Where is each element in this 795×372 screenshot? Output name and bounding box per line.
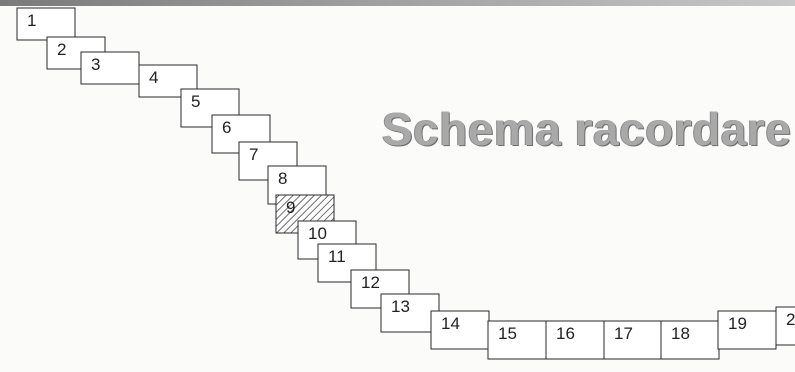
segment-number: 2	[57, 40, 66, 59]
segment-number: 6	[222, 118, 231, 137]
segment-number: 3	[91, 55, 100, 74]
segment-number: 7	[249, 145, 258, 164]
segment-number: 8	[278, 169, 287, 188]
segment-number: 13	[391, 297, 410, 316]
segment-14: 14	[431, 311, 489, 349]
segment-box	[381, 294, 439, 332]
segment-number: 15	[498, 324, 517, 343]
segment-number: 12	[361, 273, 380, 292]
segment-box	[431, 311, 489, 349]
segment-number: 19	[728, 314, 747, 333]
segment-20: 20	[776, 307, 795, 345]
segment-17: 17	[604, 321, 662, 359]
segment-number: 17	[614, 324, 633, 343]
segment-box	[17, 8, 75, 40]
segment-number: 4	[149, 68, 158, 87]
segment-box	[488, 321, 546, 359]
segment-number: 11	[328, 247, 346, 266]
segment-box	[81, 52, 139, 84]
segment-number: 9	[286, 198, 295, 217]
segment-box	[546, 321, 604, 359]
segment-box	[718, 311, 776, 349]
segment-13: 13	[381, 294, 439, 332]
segment-number: 18	[671, 324, 690, 343]
segment-box	[604, 321, 662, 359]
segment-box	[661, 321, 719, 359]
segments-layer: 1234567891011121314151617181920	[17, 8, 795, 359]
segment-15: 15	[488, 321, 546, 359]
segment-number: 1	[27, 11, 36, 30]
segment-number: 20	[786, 310, 795, 329]
segment-16: 16	[546, 321, 604, 359]
segment-number: 16	[556, 324, 575, 343]
segment-3: 3	[81, 52, 139, 84]
segment-18: 18	[661, 321, 719, 359]
segment-number: 10	[308, 224, 327, 243]
segment-number: 5	[191, 92, 200, 111]
segment-19: 19	[718, 311, 776, 349]
segment-1: 1	[17, 8, 75, 40]
segment-number: 14	[441, 314, 460, 333]
